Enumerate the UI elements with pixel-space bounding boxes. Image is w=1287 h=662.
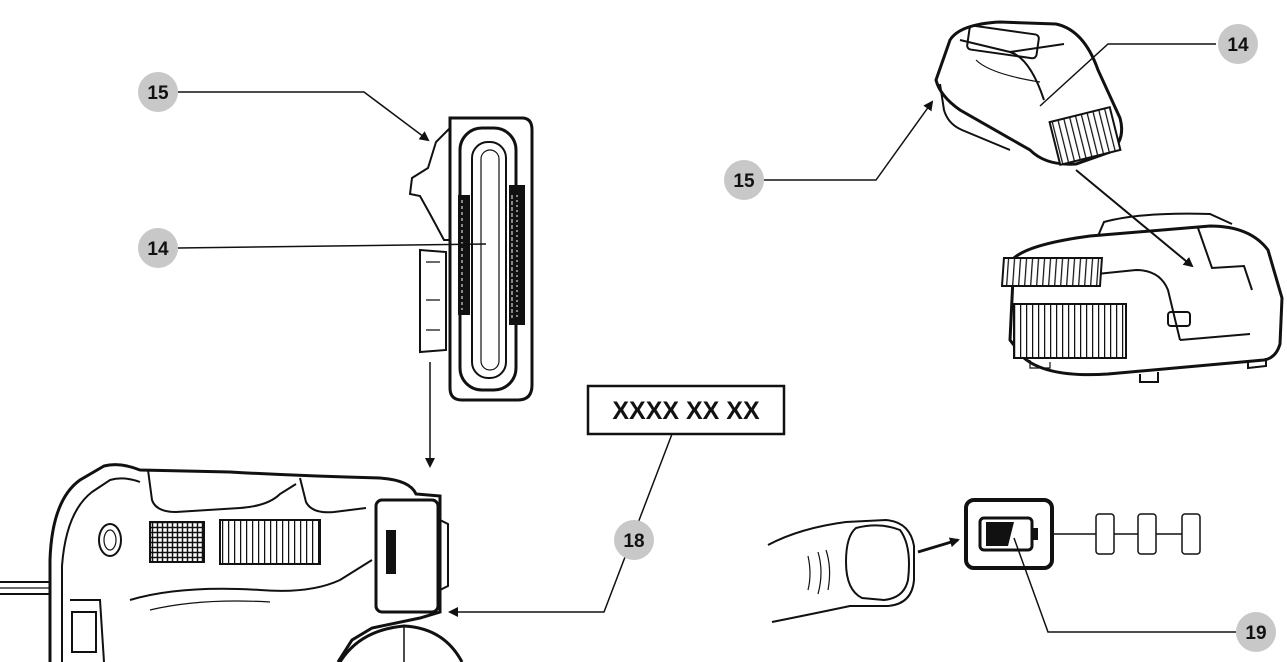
svg-text:14: 14 — [147, 239, 169, 260]
svg-text:19: 19 — [1245, 623, 1266, 644]
date-code-box: XXXX XX XX — [586, 384, 786, 436]
svg-text:14: 14 — [1227, 35, 1249, 56]
callout-14-battery-pack: 14 — [138, 228, 178, 268]
battery-fuel-gauge — [964, 498, 1201, 570]
finger-pressing — [767, 518, 915, 623]
svg-text:18: 18 — [623, 531, 644, 552]
callout-15-battery-release: 15 — [138, 72, 178, 112]
svg-text:15: 15 — [733, 171, 755, 192]
callout-19-fuel-gauge: 19 — [1236, 612, 1276, 652]
date-code-label: XXXX XX XX — [612, 397, 760, 425]
tool-body — [0, 463, 464, 662]
battery-pack-side-view — [408, 116, 534, 402]
press-arrow — [917, 537, 960, 554]
leader-lines — [177, 43, 1236, 633]
svg-text:15: 15 — [147, 83, 169, 104]
charger-base — [1000, 212, 1284, 383]
callout-15-charger-release: 15 — [724, 160, 764, 200]
callout-18-date-code: 18 — [614, 520, 654, 560]
battery-pack-top-view — [934, 20, 1124, 167]
callout-14-charger-pack: 14 — [1218, 24, 1258, 64]
charge-arrow — [1075, 169, 1194, 268]
